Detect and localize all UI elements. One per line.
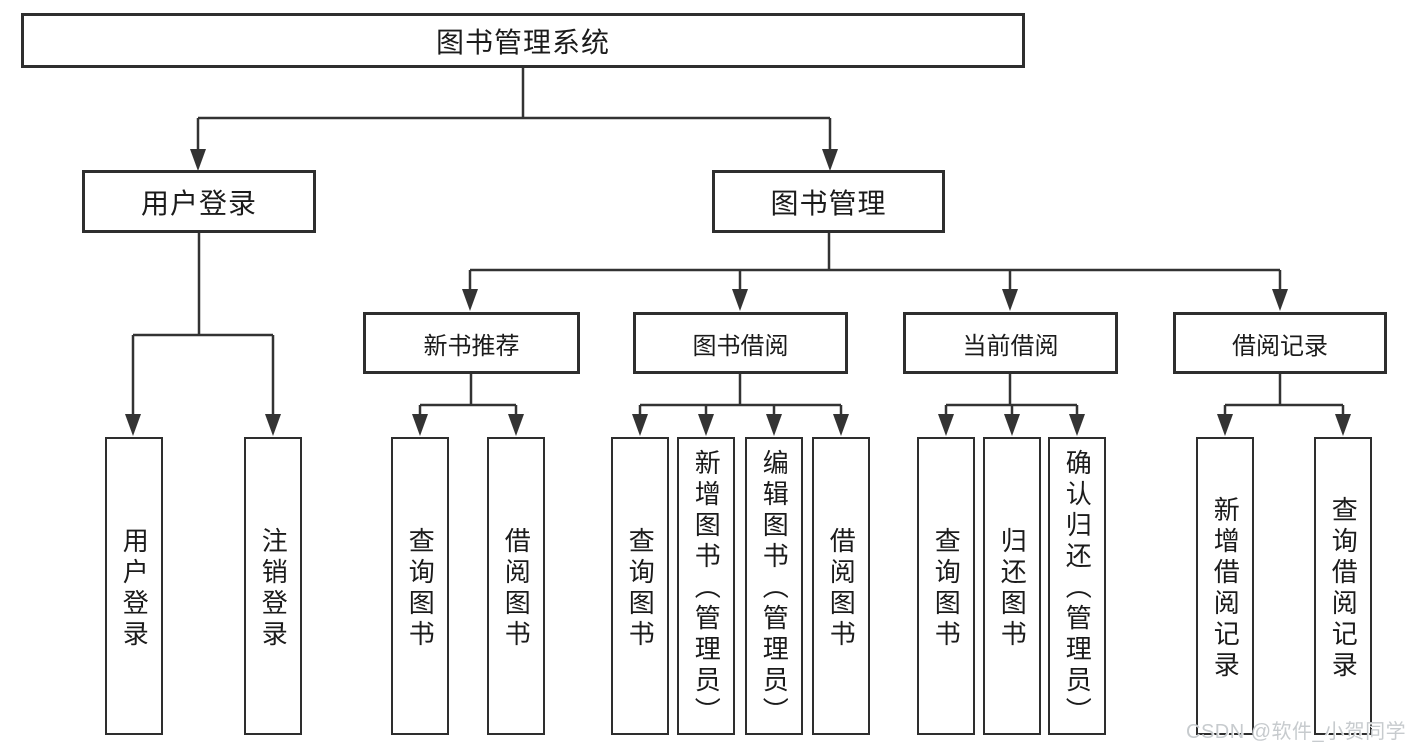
node-user-login: 用户登录 bbox=[82, 170, 316, 233]
csdn-watermark: CSDN @软件_小贺同学 bbox=[1186, 721, 1405, 743]
leaf-query-books-recommend-label: 查询图书 bbox=[405, 526, 436, 651]
leaf-confirm-return-admin-label: 确认归还（管理员） bbox=[1062, 449, 1093, 728]
node-new-book-recommend: 新书推荐 bbox=[363, 312, 580, 374]
leaf-confirm-return-admin: 确认归还（管理员） bbox=[1048, 437, 1106, 735]
leaf-borrow-books: 借阅图书 bbox=[812, 437, 870, 735]
leaf-query-borrow-record: 查询借阅记录 bbox=[1314, 437, 1372, 735]
node-new-book-recommend-label: 新书推荐 bbox=[423, 332, 520, 360]
node-book-management-label: 图书管理 bbox=[770, 187, 887, 219]
leaf-borrow-books-recommend: 借阅图书 bbox=[487, 437, 545, 735]
leaf-return-books-label: 归还图书 bbox=[997, 526, 1028, 651]
arrowheads bbox=[125, 149, 1351, 436]
node-book-management: 图书管理 bbox=[712, 170, 945, 233]
leaf-edit-book-admin-label: 编辑图书（管理员） bbox=[759, 449, 790, 728]
leaf-logout-label: 注销登录 bbox=[258, 526, 289, 651]
leaf-edit-book-admin: 编辑图书（管理员） bbox=[745, 437, 803, 735]
leaf-query-books-current-label: 查询图书 bbox=[931, 526, 962, 651]
leaf-add-book-admin-label: 新增图书（管理员） bbox=[691, 449, 722, 728]
leaf-add-book-admin: 新增图书（管理员） bbox=[677, 437, 735, 735]
leaf-logout: 注销登录 bbox=[244, 437, 302, 735]
node-borrow-records-label: 借阅记录 bbox=[1232, 332, 1328, 360]
leaf-query-books-recommend: 查询图书 bbox=[391, 437, 449, 735]
node-book-borrow-label: 图书借阅 bbox=[692, 332, 789, 360]
leaf-user-login: 用户登录 bbox=[105, 437, 163, 735]
leaf-query-books-current: 查询图书 bbox=[917, 437, 975, 735]
node-root: 图书管理系统 bbox=[21, 13, 1025, 68]
leaf-add-borrow-record: 新增借阅记录 bbox=[1196, 437, 1254, 735]
leaf-query-books-borrow-label: 查询图书 bbox=[625, 526, 656, 651]
node-root-label: 图书管理系统 bbox=[435, 26, 610, 58]
leaf-query-books-borrow: 查询图书 bbox=[611, 437, 669, 735]
node-user-login-label: 用户登录 bbox=[140, 187, 257, 219]
leaf-borrow-books-recommend-label: 借阅图书 bbox=[501, 526, 532, 651]
node-borrow-records: 借阅记录 bbox=[1173, 312, 1387, 374]
leaf-query-borrow-record-label: 查询借阅记录 bbox=[1328, 495, 1359, 682]
node-book-borrow: 图书借阅 bbox=[633, 312, 848, 374]
node-current-borrow-label: 当前借阅 bbox=[962, 332, 1059, 360]
node-current-borrow: 当前借阅 bbox=[903, 312, 1118, 374]
leaf-user-login-label: 用户登录 bbox=[119, 526, 150, 651]
leaf-add-borrow-record-label: 新增借阅记录 bbox=[1210, 495, 1241, 682]
leaf-borrow-books-label: 借阅图书 bbox=[826, 526, 857, 651]
leaf-return-books: 归还图书 bbox=[983, 437, 1041, 735]
